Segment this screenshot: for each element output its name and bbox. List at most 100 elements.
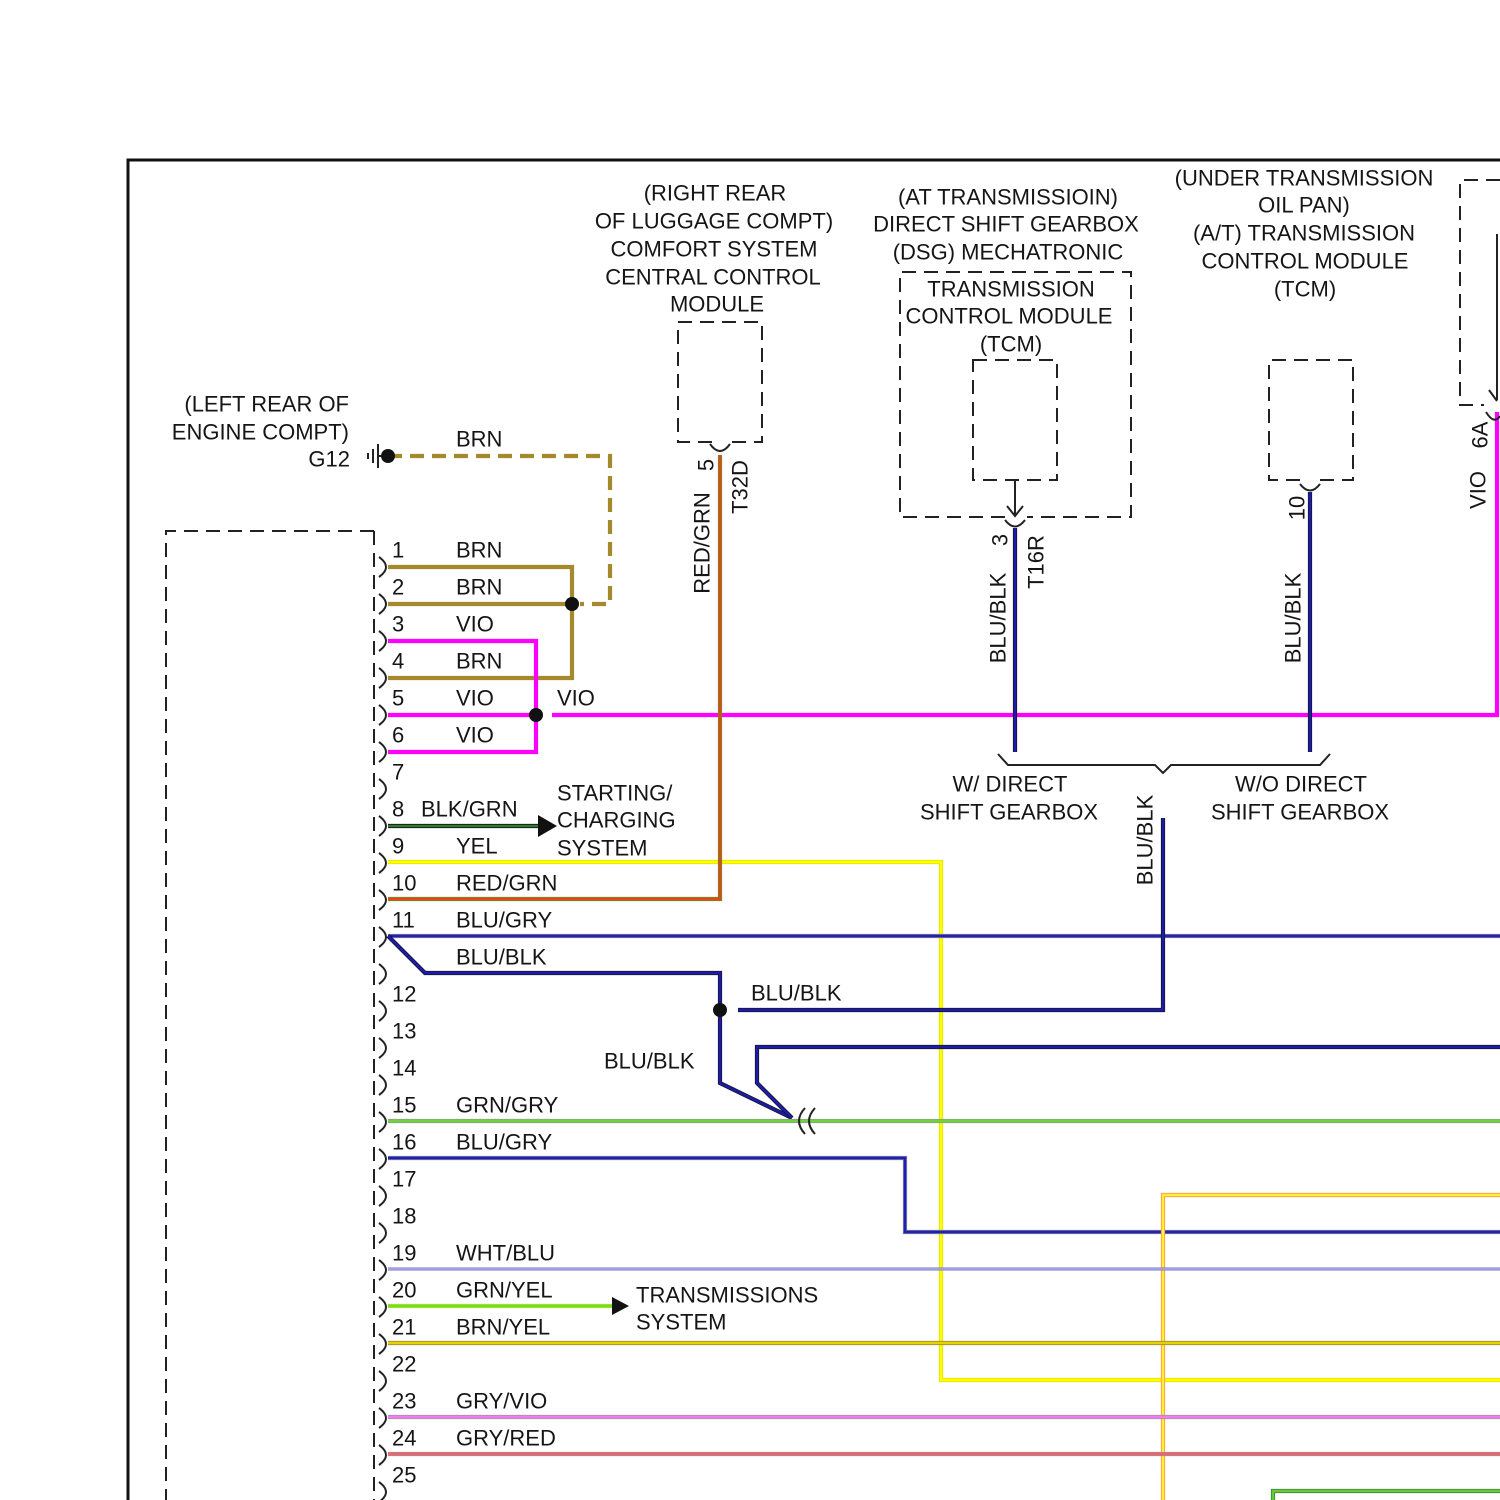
- at-tcm-label: CONTROL MODULE: [1202, 249, 1409, 274]
- comfort-module-box: [678, 322, 762, 442]
- splice-blu-blk-label: BLU/BLK: [751, 981, 842, 1006]
- connector-pin-terminal: [379, 1371, 386, 1391]
- connector-wire-label: GRN/GRY: [456, 1093, 559, 1118]
- ground-location-line: (LEFT REAR OF: [184, 392, 349, 417]
- connector-pin-terminal: [379, 631, 386, 651]
- connector-wire-label: VIO: [456, 723, 494, 748]
- connector-wire-label: YEL: [456, 834, 498, 859]
- connector-pin-number: 13: [392, 1019, 416, 1044]
- dsg-tcm-label: TRANSMISSION: [927, 277, 1094, 302]
- connector-wire-label: WHT/BLU: [456, 1241, 555, 1266]
- connector-pin-terminal: [379, 1445, 386, 1465]
- connector-pin-number: 5: [392, 686, 404, 711]
- edge-module-arrow-icon: [1489, 234, 1497, 401]
- connector-wire-label: GRN/YEL: [456, 1278, 553, 1303]
- connector-pin-terminal: [379, 1482, 386, 1500]
- connector-pin-terminal: [379, 594, 386, 614]
- brn-splice-dot: [565, 597, 579, 611]
- at-tcm-label: (A/T) TRANSMISSION: [1193, 221, 1415, 246]
- starting-charging-label: SYSTEM: [557, 836, 647, 861]
- variant-with-dsg-label: W/ DIRECT: [953, 772, 1068, 797]
- connector-pin-terminal: [379, 1408, 386, 1428]
- comfort-module-label: (RIGHT REAR: [644, 181, 787, 206]
- connector-pin-terminal: [379, 927, 386, 947]
- connector-pin-number: 14: [392, 1056, 416, 1081]
- connector-wire-label: BLU/GRY: [456, 908, 553, 933]
- connector-pin-terminal: [379, 1260, 386, 1280]
- connector-wire-label: BRN: [456, 575, 502, 600]
- wire-blu-blk-lower-core: [757, 1047, 1500, 1118]
- comfort-module-pin-number: 5: [694, 459, 719, 471]
- dsg-label: DIRECT SHIFT GEARBOX: [873, 212, 1139, 237]
- ground-id: G12: [308, 447, 350, 472]
- blu-blk-splice-dot: [713, 1003, 727, 1017]
- connector-wire-label: VIO: [456, 686, 494, 711]
- transmissions-arrow-icon: [612, 1297, 629, 1315]
- connector-wire-label: BLU/GRY: [456, 1130, 553, 1155]
- wire-splice-blu-blk-edge: [388, 936, 792, 1118]
- comfort-module-label: COMFORT SYSTEM: [611, 237, 818, 262]
- connector-pin-terminal: [379, 557, 386, 577]
- edge-module-box: [1460, 180, 1500, 405]
- connector-wire-label: BRN/YEL: [456, 1315, 550, 1340]
- splice-blu-blk-label: BLU/BLK: [604, 1049, 695, 1074]
- connector-pin-terminal: [379, 1297, 386, 1317]
- dsg-pin-terminal: [1005, 520, 1025, 527]
- connector-wire-label: RED/GRN: [456, 871, 557, 896]
- connector-pin-terminal: [379, 1149, 386, 1169]
- connector-pin-number: 22: [392, 1352, 416, 1377]
- connector-pin-number: 7: [392, 760, 404, 785]
- at-tcm-pin-number: 10: [1285, 496, 1310, 520]
- connector-pin-terminal: [379, 1038, 386, 1058]
- connector-pin-number: 11: [392, 908, 415, 933]
- wire-blu-blk-lower: [757, 1047, 1500, 1118]
- connector-pin-number: 20: [392, 1278, 416, 1303]
- connector-wire-label: BLU/BLK: [456, 945, 547, 970]
- dsg-label: (DSG) MECHATRONIC: [893, 240, 1124, 265]
- dsg-pin-number: 3: [988, 534, 1013, 546]
- variant-with-dsg-label: SHIFT GEARBOX: [920, 800, 1098, 825]
- connector-pin-terminal: [379, 1334, 386, 1354]
- connector-pin-terminal: [379, 1223, 386, 1243]
- connector-pin-number: 15: [392, 1093, 416, 1118]
- connector-outline: [166, 531, 374, 1500]
- connector-pin-terminal: [379, 779, 386, 799]
- connector-pin-number: 10: [392, 871, 416, 896]
- comfort-module-pin-terminal: [710, 444, 730, 451]
- connector-pin-number: 18: [392, 1204, 416, 1229]
- at-tcm-wire-label: BLU/BLK: [1281, 572, 1306, 663]
- dsg-connector-id: T16R: [1024, 535, 1049, 589]
- comfort-module-connector-id: T32D: [728, 460, 753, 514]
- dsg-tcm-label: CONTROL MODULE: [906, 304, 1113, 329]
- connector-pin-terminal: [379, 1112, 386, 1132]
- connector-pin-number: 24: [392, 1426, 416, 1451]
- comfort-module-label: OF LUGGAGE COMPT): [595, 209, 833, 234]
- at-tcm-label: OIL PAN): [1258, 193, 1350, 218]
- variant-without-dsg-label: SHIFT GEARBOX: [1211, 800, 1389, 825]
- connector-pin-terminal: [379, 668, 386, 688]
- connector-pin-terminal: [379, 1075, 386, 1095]
- ground-wire-label: BRN: [456, 427, 502, 452]
- connector-pin-number: 16: [392, 1130, 416, 1155]
- comfort-module-label: MODULE: [670, 292, 764, 317]
- connector-pin-number: 8: [392, 797, 404, 822]
- connector-pin-number: 23: [392, 1389, 416, 1414]
- connector-pin-terminal: [379, 964, 386, 984]
- dsg-tcm-box: [973, 360, 1057, 480]
- wire-splice-blu-blk: [388, 936, 792, 1118]
- connector-pin-terminal: [379, 705, 386, 725]
- edge-module-wire-label: VIO: [1466, 471, 1491, 509]
- connector-pin-number: 25: [392, 1463, 416, 1488]
- connector-pin-terminal: [379, 890, 386, 910]
- starting-charging-label: STARTING/: [557, 781, 673, 806]
- wires-layer: [388, 412, 1500, 1500]
- connector-pin-number: 2: [392, 575, 404, 600]
- variant-common-wire-label: BLU/BLK: [1133, 794, 1158, 885]
- ground-splice-dot: [381, 449, 395, 463]
- connector-pin-number: 4: [392, 649, 404, 674]
- connector-wire-label: GRY/RED: [456, 1426, 556, 1451]
- connector-pin-number: 1: [392, 538, 404, 563]
- dsg-wire-label: BLU/BLK: [986, 572, 1011, 663]
